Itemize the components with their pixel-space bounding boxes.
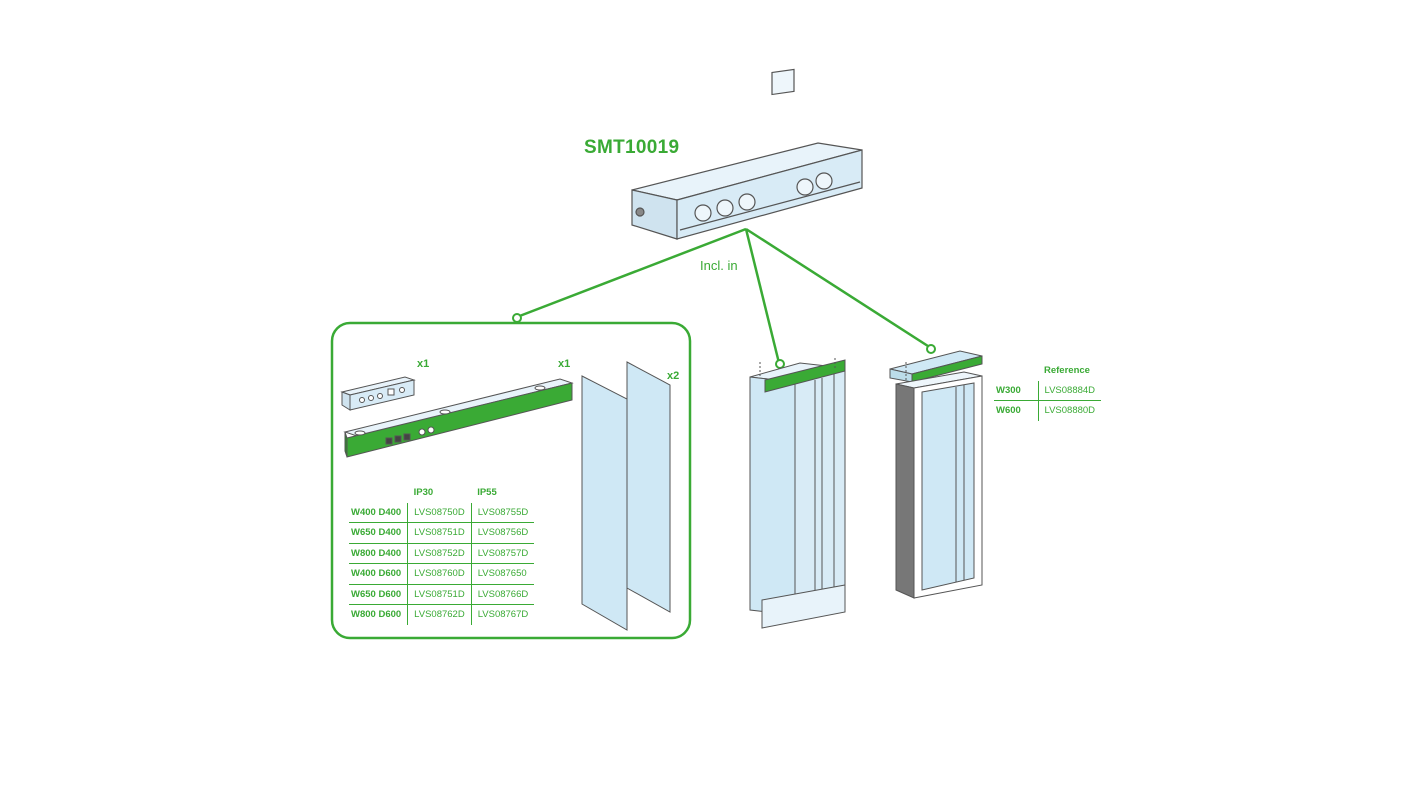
kit-ip55-cell: LVS08755D (471, 502, 535, 523)
table-row: W400 D400 LVS08750D LVS08755D (349, 502, 535, 523)
kit-table-header-ip55: IP55 (477, 487, 497, 499)
kit-table-header-size (349, 483, 408, 503)
roof-table-header-reference: Reference (1044, 365, 1090, 377)
kit-table-header-row: IP30 IP55 (349, 483, 534, 503)
side-panels-quantity: x2 (667, 370, 680, 382)
kit-size-cell: W800 D400 (349, 543, 409, 564)
kit-table-header-ip30: IP30 (413, 487, 434, 499)
kit-reference-table: IP30 IP55 W400 D400 LVS08750D LVS08755D … (349, 483, 535, 625)
roof-ref-cell: LVS08884D (1038, 380, 1102, 401)
table-row: W800 D600 LVS08762D LVS08767D (349, 604, 534, 625)
kit-ip30-cell: LVS08762D (407, 604, 472, 625)
roof-size-cell: W600 (994, 400, 1039, 421)
kit-contents-box (330, 321, 692, 640)
kit-ip55-cell: LVS08757D (471, 543, 535, 564)
connector-dots (512, 313, 936, 369)
kit-size-cell: W650 D400 (349, 522, 409, 544)
kit-ip55-cell: LVS08767D (477, 609, 529, 621)
kit-ip30-cell: LVS08760D (407, 563, 472, 585)
top-bar-quantity: x1 (558, 358, 571, 370)
table-row: W400 D600 LVS08760D LVS087650 (349, 563, 535, 585)
roof-size-cell: W300 (994, 380, 1039, 401)
roof-table-header-row: Reference (994, 361, 1101, 381)
kit-ip55-cell: LVS08756D (471, 522, 535, 544)
kit-size-cell: W800 D600 (349, 604, 409, 625)
kit-ip30-cell: LVS08750D (407, 502, 472, 523)
included-in-caption: Incl. in (700, 258, 738, 273)
kit-ip55-cell: LVS08766D (471, 584, 535, 605)
product-code-title: SMT10019 (584, 137, 680, 158)
kit-ip30-cell: LVS08752D (407, 543, 472, 564)
kit-size-cell: W400 D600 (349, 563, 409, 585)
table-row: W300 LVS08884D (994, 380, 1102, 401)
small-module-illustration (340, 376, 416, 411)
kit-ip55-cell: LVS087650 (471, 563, 535, 585)
roof-table-header-size (994, 361, 1038, 381)
roof-reference-table: Reference W300 LVS08884D W600 LVS08880D (994, 361, 1102, 421)
side-panels-illustration (581, 361, 671, 631)
roof-ref-cell: LVS08880D (1044, 405, 1096, 417)
kit-ip30-cell: LVS08751D (407, 522, 472, 544)
kit-ip30-cell: LVS08751D (407, 584, 472, 605)
table-row: W600 LVS08880D (994, 400, 1101, 421)
table-row: W650 D400 LVS08751D LVS08756D (349, 522, 535, 544)
small-module-quantity: x1 (417, 358, 430, 370)
kit-size-cell: W400 D400 (349, 502, 409, 523)
top-bar-illustration (343, 378, 574, 458)
roof-cabinet-illustration (889, 350, 983, 599)
connector-lines (516, 227, 932, 364)
table-row: W800 D400 LVS08752D LVS08757D (349, 543, 535, 564)
table-row: W650 D600 LVS08751D LVS08766D (349, 584, 535, 605)
kit-size-cell: W650 D600 (349, 584, 409, 605)
tall-cabinet-illustration (749, 358, 846, 629)
smt10019-module-illustration (631, 68, 863, 240)
